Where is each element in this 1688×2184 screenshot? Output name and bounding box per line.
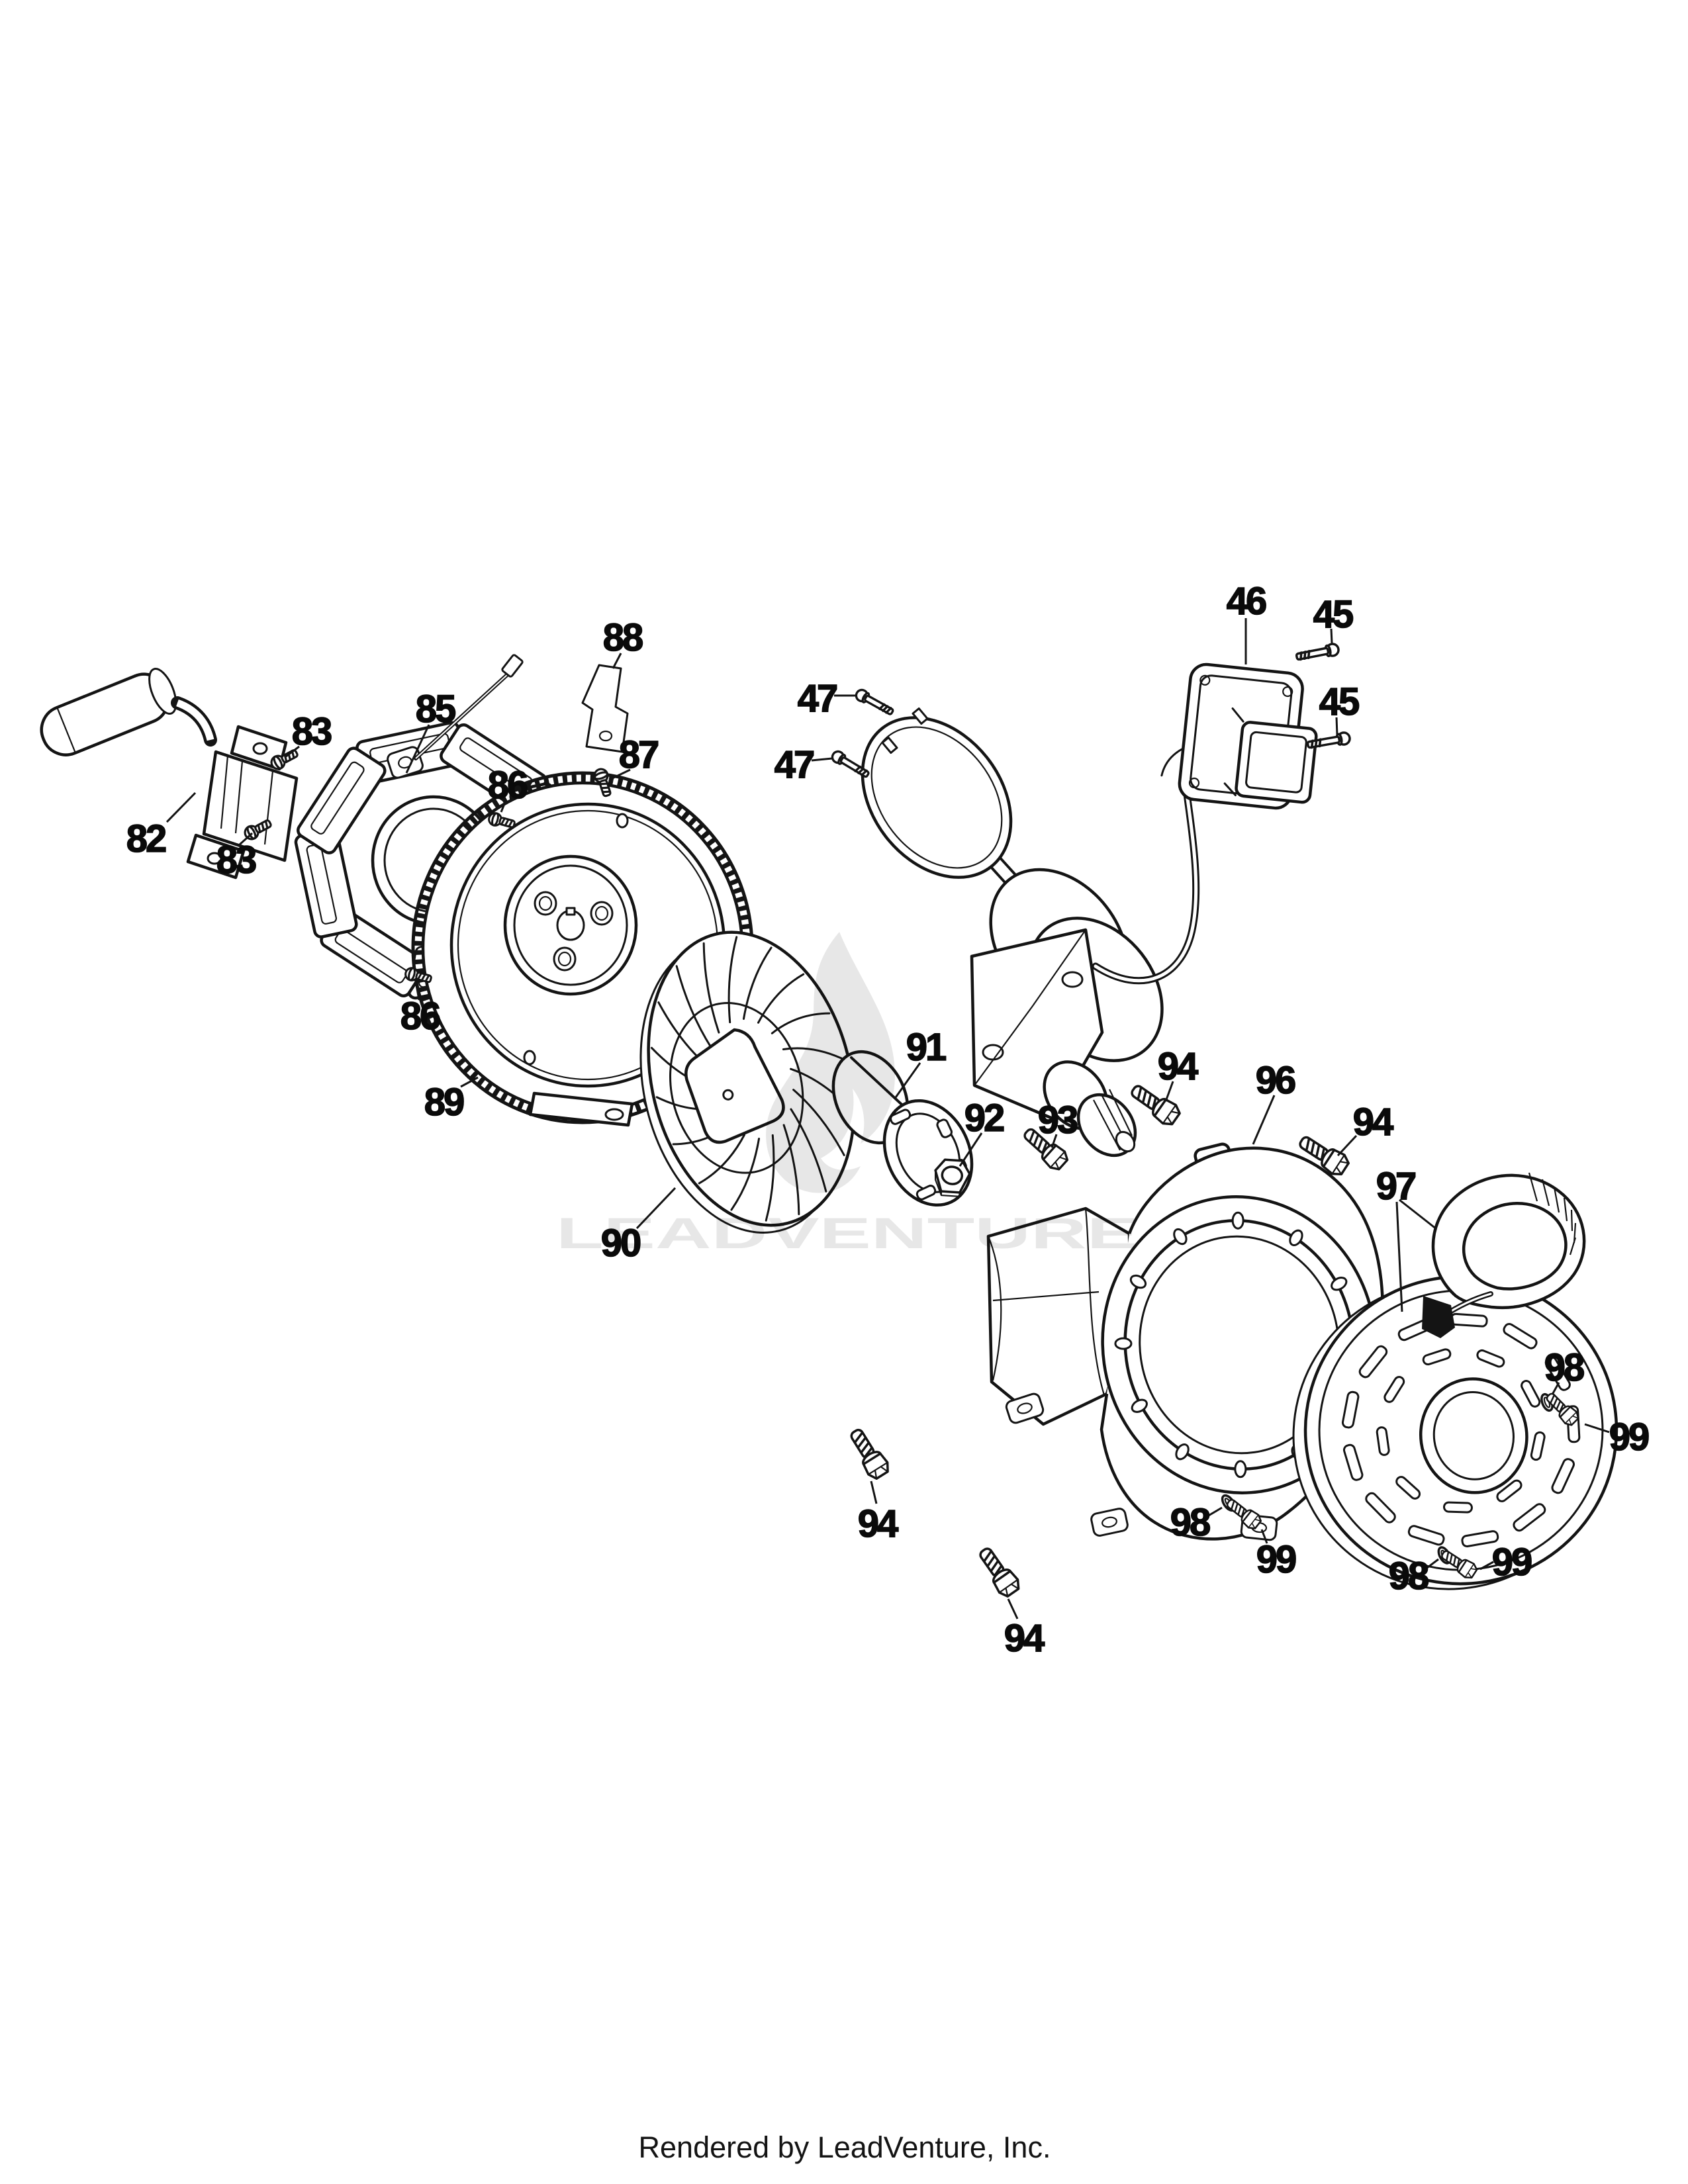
leader-line [1051, 1134, 1058, 1148]
callout-92: 92 [964, 1097, 1004, 1140]
callout-98: 98 [1544, 1346, 1584, 1389]
callout-83: 83 [292, 710, 332, 753]
screw-94-icon [973, 1542, 1024, 1600]
recoil-starter-icon [1292, 1172, 1618, 1590]
leader-line [238, 832, 254, 846]
callout-94: 94 [858, 1502, 898, 1545]
leader-line [1584, 1423, 1610, 1433]
callout-47: 47 [774, 743, 814, 786]
callout-98: 98 [1389, 1555, 1429, 1598]
callout-98: 98 [1170, 1501, 1210, 1544]
leader-line [500, 800, 507, 813]
leader-line [285, 745, 300, 758]
leader-line [893, 1062, 921, 1100]
leader-line [959, 1132, 983, 1167]
leader-line [414, 980, 420, 1001]
leader-line [1336, 1134, 1358, 1157]
leader-line [635, 1187, 677, 1230]
callout-45: 45 [1313, 593, 1353, 636]
callout-93: 93 [1038, 1099, 1078, 1142]
screw-47-icon [853, 686, 896, 719]
ignition-coil-icon [186, 725, 299, 880]
kill-wire-terminal-icon [501, 654, 524, 678]
leader-line [870, 1480, 878, 1504]
screw-45-icon [1294, 641, 1341, 664]
hub-bolt-holes [534, 891, 614, 972]
leader-line [1207, 1506, 1223, 1518]
callout-87: 87 [619, 733, 658, 776]
callout-86: 86 [400, 995, 440, 1038]
leader-line [165, 792, 197, 823]
callout-85: 85 [416, 688, 455, 731]
callout-89: 89 [424, 1081, 464, 1124]
callout-labels: 45 45 46 47 47 82 83 83 85 86 86 87 88 8… [126, 579, 1652, 1661]
leader-line [1252, 1095, 1276, 1145]
leader-line [811, 757, 833, 762]
callout-94: 94 [1004, 1617, 1045, 1660]
watermark: LEADVENTURE [556, 932, 1139, 1257]
footer-credit: Rendered by LeadVenture, Inc. [639, 2130, 1051, 2164]
callout-94: 94 [1353, 1101, 1393, 1144]
callout-45: 45 [1319, 680, 1359, 723]
callout-99: 99 [1609, 1416, 1649, 1459]
leader-line [1330, 628, 1333, 644]
leader-line [612, 653, 622, 669]
leader-line [1164, 1081, 1174, 1102]
leader-line [460, 1076, 479, 1088]
leader-line [1479, 1561, 1494, 1570]
leader-line [1551, 1382, 1560, 1395]
leader-line [1399, 1199, 1437, 1230]
watermark-flame-icon [766, 932, 895, 1193]
callout-88: 88 [603, 616, 643, 659]
leader-line [1260, 1529, 1268, 1544]
leader-line [612, 768, 631, 780]
starter-solenoid-icon [1160, 662, 1318, 810]
watermark-text: LEADVENTURE [556, 1208, 1139, 1257]
callout-90: 90 [601, 1222, 640, 1265]
callout-94: 94 [1158, 1045, 1198, 1088]
leader-lines [165, 618, 1610, 1619]
callout-46: 46 [1227, 580, 1266, 623]
callout-91: 91 [906, 1026, 946, 1069]
callout-99: 99 [1492, 1541, 1532, 1584]
leader-line [1335, 717, 1338, 736]
callout-99: 99 [1256, 1538, 1296, 1581]
callout-47: 47 [798, 677, 837, 720]
bracket-icon [581, 664, 629, 753]
leader-line [405, 724, 430, 774]
callout-86: 86 [488, 764, 528, 807]
callout-96: 96 [1256, 1059, 1295, 1102]
screw-94-icon [844, 1424, 893, 1482]
rope-knot-icon [1422, 1296, 1455, 1338]
recoil-handle-icon [1431, 1172, 1586, 1309]
leader-line [1395, 1201, 1403, 1312]
starter-motor-icon [861, 707, 1200, 1158]
callout-83: 83 [216, 839, 256, 882]
leader-line [1007, 1598, 1019, 1619]
starter-cup-icon [831, 1050, 974, 1207]
spark-plug-cap-icon [40, 668, 217, 756]
leader-line [1425, 1558, 1439, 1570]
callout-97: 97 [1376, 1165, 1415, 1208]
callout-82: 82 [126, 817, 165, 860]
